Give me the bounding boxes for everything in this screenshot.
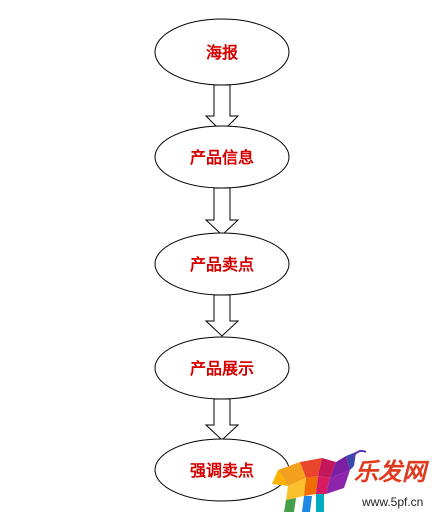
node-product-display: 产品展示 [154,336,290,400]
down-arrow-2 [204,187,240,236]
watermark-url: www.5pf.cn [361,495,423,509]
node-label-emphasize-selling-points: 强调卖点 [190,461,254,480]
node-label-product-info: 产品信息 [190,148,254,167]
node-label-product-display: 产品展示 [190,359,254,378]
node-poster: 海报 [154,18,290,86]
node-label-poster: 海报 [206,43,238,62]
node-emphasize-selling-points: 强调卖点 [154,438,290,502]
down-arrow-3 [204,294,240,337]
down-arrow-4 [204,398,240,441]
node-label-product-selling-points: 产品卖点 [190,255,254,274]
node-product-selling-points: 产品卖点 [154,232,290,296]
node-product-info: 产品信息 [154,125,290,189]
down-arrow-1 [204,84,240,133]
watermark-brand: 乐发网 [354,457,430,486]
colorful-bull-logo-icon [272,449,367,512]
